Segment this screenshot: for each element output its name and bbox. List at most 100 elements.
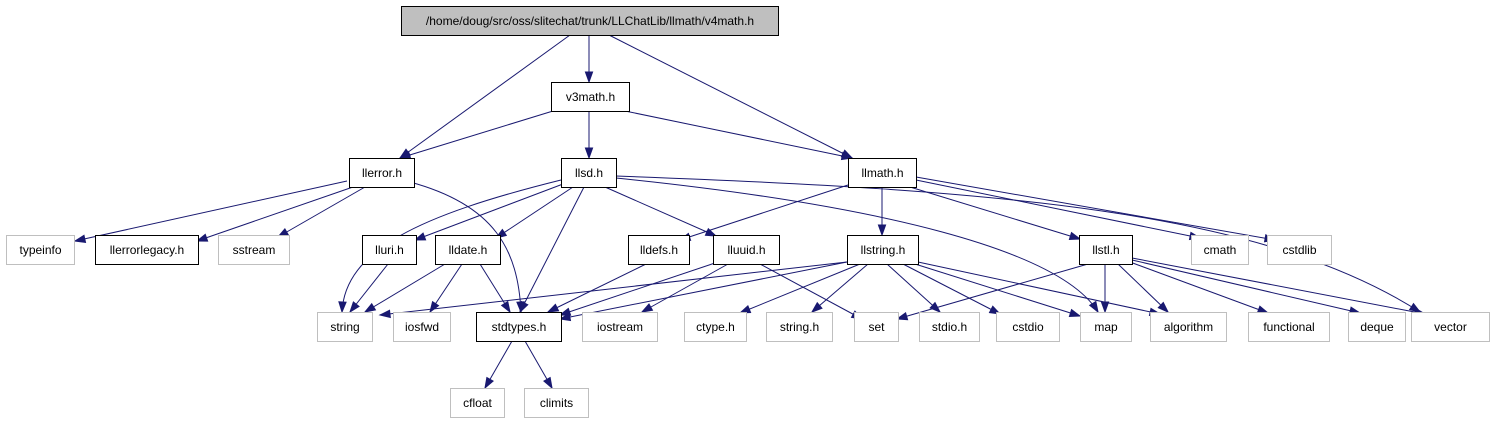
node-stdtypes[interactable]: stdtypes.h (476, 312, 562, 342)
node-stdio: stdio.h (919, 312, 980, 342)
node-box (218, 235, 290, 265)
node-box (317, 312, 373, 342)
edge-line (559, 261, 719, 316)
node-lldate[interactable]: lldate.h (435, 235, 501, 265)
edge-line (547, 263, 647, 313)
node-box (1267, 235, 1332, 265)
node-box (713, 235, 780, 265)
edge-llstl-to-vector (1131, 257, 1427, 317)
node-typeinfo: typeinfo (6, 235, 75, 265)
node-stringh: string.h (766, 312, 833, 342)
node-box (349, 158, 415, 188)
edge-llstring-to-cstdio (902, 263, 1002, 315)
edge-line (608, 34, 853, 159)
node-label: llsd.h (575, 166, 603, 180)
node-ctype: ctype.h (684, 312, 747, 342)
edge-llstring-to-stdtypes (558, 261, 848, 322)
node-label: iostream (597, 320, 643, 334)
arrowhead-icon (558, 312, 572, 322)
node-label: typeinfo (19, 243, 61, 257)
arrowhead-icon (1100, 301, 1110, 314)
node-label: string (330, 320, 359, 334)
arrowhead-icon (73, 234, 87, 243)
arrowhead-icon (584, 147, 594, 160)
node-llstring[interactable]: llstring.h (847, 235, 919, 265)
edge-line (399, 34, 571, 159)
node-box (1411, 312, 1490, 342)
node-label: functional (1263, 320, 1314, 334)
arrowhead-icon (640, 303, 654, 313)
node-llmath[interactable]: llmath.h (848, 158, 917, 188)
arrowhead-icon (195, 233, 209, 242)
node-box (1080, 312, 1132, 342)
node-cfloat: cfloat (450, 388, 505, 418)
node-lluri[interactable]: lluri.h (362, 235, 417, 265)
node-label: set (868, 320, 885, 334)
edge-v3math-to-llmath (624, 110, 854, 161)
edge-line (896, 263, 1089, 320)
edge-line (495, 186, 574, 239)
edge-line (604, 186, 717, 237)
edge-line (615, 177, 1099, 313)
node-label: cmath (1204, 243, 1237, 257)
node-box (766, 312, 833, 342)
edge-llstl-to-deque (1131, 259, 1362, 315)
edge-llsd-to-map (615, 177, 1099, 314)
node-lluuid[interactable]: lluuid.h (713, 235, 780, 265)
edge-line (559, 261, 848, 320)
node-functional: functional (1248, 312, 1330, 342)
edge-line (915, 176, 1276, 241)
edge-llerror-to-sstream (276, 186, 366, 238)
edge-llmath-to-lldefs (678, 184, 849, 241)
edge-llerror-to-llerrorlegacy (195, 186, 354, 242)
edge-lldate-to-string (363, 263, 446, 313)
edge-lluri-to-string (349, 263, 389, 314)
node-label: iosfwd (405, 320, 439, 334)
node-v4math[interactable]: /home/doug/src/oss/slitechat/trunk/LLCha… (401, 6, 779, 36)
node-v3math[interactable]: v3math.h (551, 82, 630, 112)
arrowhead-icon (810, 301, 823, 313)
node-label: lldate.h (449, 243, 488, 257)
node-lldefs[interactable]: lldefs.h (628, 235, 690, 265)
edge-stdtypes-to-climits (524, 340, 553, 390)
edge-line (379, 261, 848, 316)
node-label: cstdlib (1282, 243, 1316, 257)
edge-line (886, 263, 941, 313)
node-label: llstl.h (1092, 243, 1119, 257)
node-box (582, 312, 658, 342)
edge-llsd-to-lluri (413, 183, 564, 241)
node-sstream: sstream (218, 235, 290, 265)
edge-llstring-to-stdio (886, 263, 942, 313)
node-box (435, 235, 501, 265)
nodes-layer: /home/doug/src/oss/slitechat/trunk/LLCha… (6, 6, 1490, 418)
edge-line (909, 186, 1081, 240)
arrowhead-icon (584, 71, 594, 84)
arrowhead-icon (484, 376, 494, 390)
node-label: llerrorlegacy.h (110, 243, 184, 257)
arrowhead-icon (1157, 301, 1170, 314)
node-label: stdtypes.h (492, 320, 547, 334)
node-llstl[interactable]: llstl.h (1079, 235, 1133, 265)
arrowhead-icon (413, 232, 427, 241)
node-string: string (317, 312, 373, 342)
edge-line (1131, 257, 1426, 315)
node-box (95, 235, 199, 265)
arrowhead-icon (546, 303, 560, 313)
edge-line (615, 175, 1421, 313)
edge-llsd-to-stdtypes (519, 186, 585, 314)
node-llerrorlegacy[interactable]: llerrorlegacy.h (95, 235, 199, 265)
edge-v3math-to-llsd (584, 111, 594, 160)
node-llsd[interactable]: llsd.h (561, 158, 617, 188)
edge-llstl-to-functional (1129, 261, 1270, 314)
edge-lldefs-to-stdtypes (546, 263, 647, 313)
arrowhead-icon (738, 305, 752, 314)
edge-line (364, 263, 446, 313)
arrowhead-icon (895, 311, 909, 321)
arrowhead-icon (543, 376, 553, 390)
node-cmath: cmath (1191, 235, 1249, 265)
edge-lluuid-to-stdtypes (558, 261, 719, 316)
node-llerror[interactable]: llerror.h (349, 158, 415, 188)
node-map: map (1080, 312, 1132, 342)
arrowhead-icon (349, 301, 360, 314)
